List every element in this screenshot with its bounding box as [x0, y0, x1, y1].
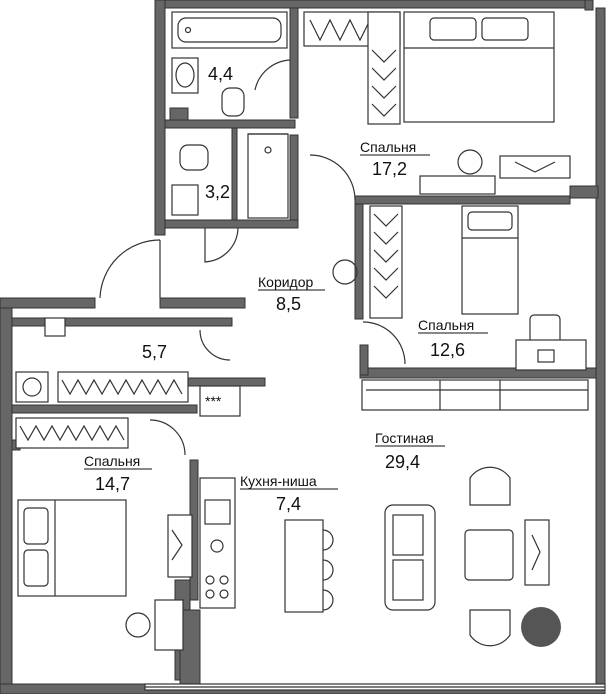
kitchen-island	[284, 519, 324, 613]
living-label: Гостиная	[375, 430, 434, 446]
plant-icon-2	[332, 259, 358, 285]
corridor: Коридор 8,5	[99, 239, 314, 314]
stove-icon	[210, 539, 224, 553]
toilet-2	[179, 144, 209, 171]
bedroom1-area: 17,2	[372, 159, 407, 179]
coffee-table	[464, 529, 514, 581]
corridor-label: Коридор	[258, 274, 314, 290]
windows	[144, 683, 606, 691]
post	[44, 317, 66, 337]
appliance-box	[199, 385, 241, 417]
bedroom-1: Спальня 17,2	[303, 11, 571, 201]
kitchen-area: 7,4	[276, 494, 301, 514]
desk-3	[154, 599, 184, 651]
bed-3	[17, 499, 127, 597]
plant-icon-1	[457, 149, 483, 175]
bathroom-1: 4,4	[171, 11, 291, 117]
bedroom2-label: Спальня	[418, 317, 474, 333]
bedroom1-label: Спальня	[360, 139, 416, 155]
sink-2	[171, 184, 199, 216]
tv-stand-living	[524, 519, 550, 586]
bath2-area: 3,2	[205, 182, 230, 202]
bed-2	[461, 205, 519, 315]
label-underlines	[84, 154, 488, 490]
living-area: 29,4	[385, 452, 420, 472]
bedroom-2: Спальня 12,6	[332, 205, 587, 371]
living-shelf	[361, 379, 589, 411]
corridor-area: 8,5	[276, 294, 301, 314]
round-table-icon	[521, 607, 561, 647]
armchair-2	[469, 609, 511, 647]
tv-stand-3	[167, 514, 193, 578]
storage-area: 5,7	[142, 342, 167, 362]
plant-icon-3	[125, 612, 151, 638]
storage: 5,7 ***	[15, 317, 241, 417]
tv-stand-1	[499, 155, 571, 179]
kitchen-label: Кухня-ниша	[240, 473, 317, 489]
armchair-1	[469, 466, 511, 506]
kitchen-counter	[199, 477, 236, 609]
desk-1	[419, 175, 496, 195]
bedroom3-label: Спальня	[84, 453, 140, 469]
washer-icon	[15, 371, 49, 403]
kitchen-niche: Кухня-ниша 7,4	[199, 473, 334, 613]
living-room: Гостиная 29,4	[361, 379, 589, 647]
lamp-icon	[537, 349, 555, 363]
bedroom-3: Спальня 14,7	[15, 417, 193, 651]
bedroom2-area: 12,6	[430, 340, 465, 360]
bed-1	[403, 11, 555, 123]
bedroom3-area: 14,7	[95, 474, 130, 494]
shelving-1	[57, 371, 189, 403]
appliance-label: ***	[205, 393, 222, 409]
bath1-area: 4,4	[208, 64, 233, 84]
bathroom-2: 3,2	[171, 133, 289, 263]
toilet-1	[221, 87, 245, 117]
